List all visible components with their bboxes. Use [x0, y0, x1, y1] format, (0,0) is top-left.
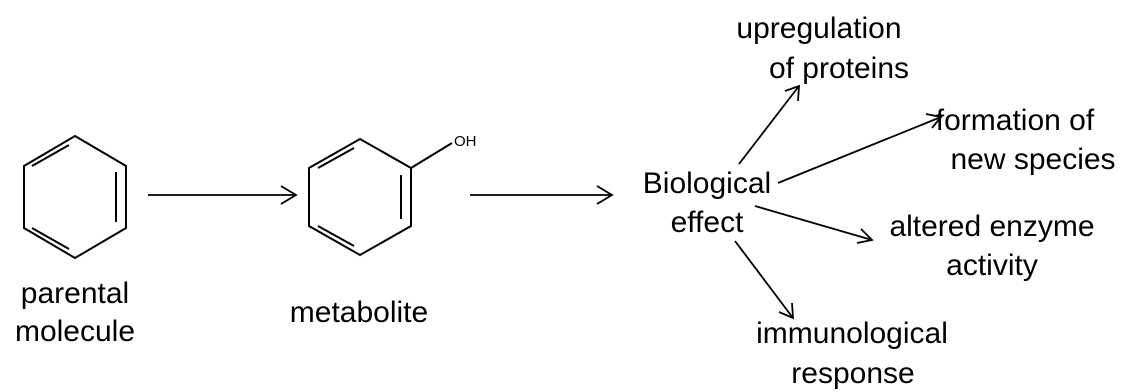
arrow-to-immunological: [734, 240, 794, 320]
arrow-parent-to-metabolite: [148, 185, 298, 205]
hydroxyl-label: OH: [454, 133, 477, 150]
parent-label-line1: parental: [21, 277, 129, 310]
new-species-line1: formation of: [936, 104, 1095, 137]
parent-label-line2: molecule: [15, 315, 135, 348]
arrow-metabolite-to-effect: [470, 185, 614, 205]
arrow-to-upregulation: [738, 84, 800, 165]
biological-effect-line1: Biological: [643, 167, 771, 200]
phenol-ring-metabolite: [308, 137, 453, 257]
new-species-line2: new species: [950, 143, 1115, 176]
enzyme-line1: altered enzyme: [889, 210, 1094, 243]
enzyme-line2: activity: [946, 249, 1038, 282]
biological-effect-line2: effect: [671, 206, 744, 239]
arrow-to-new-species: [777, 113, 943, 184]
benzene-ring-parent: [23, 134, 127, 260]
immunological-line1: immunological: [756, 317, 948, 350]
upregulation-line2: of proteins: [769, 52, 909, 85]
metabolite-label: metabolite: [290, 296, 428, 329]
upregulation-line1: upregulation: [736, 12, 901, 45]
arrow-to-enzyme: [754, 205, 874, 244]
immunological-line2: response: [791, 357, 914, 390]
